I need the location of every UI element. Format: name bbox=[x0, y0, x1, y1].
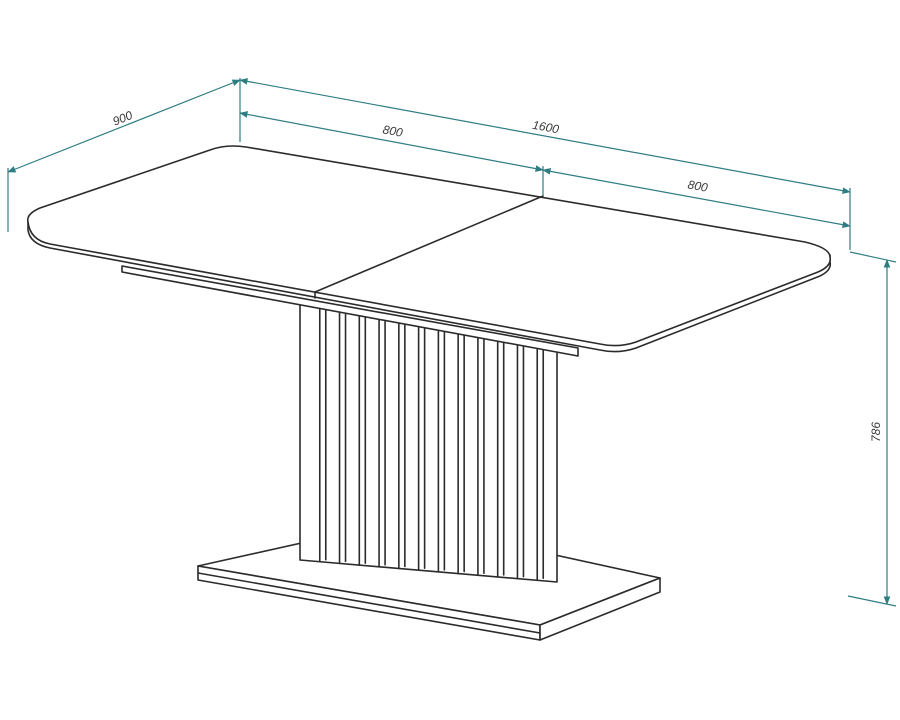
height-extension-line-bottom bbox=[847, 595, 897, 607]
height-extension-line-top bbox=[849, 251, 897, 263]
depth-label: 900 bbox=[111, 108, 135, 129]
height-label: 786 bbox=[869, 422, 883, 442]
base-side-face bbox=[539, 577, 661, 641]
dimension-width-halves: 800 800 bbox=[239, 111, 851, 228]
extension-seam bbox=[314, 195, 544, 293]
pedestal-column bbox=[299, 299, 558, 583]
table-top bbox=[26, 145, 832, 357]
depth-dimension-line bbox=[7, 79, 241, 173]
width-total-label: 1600 bbox=[531, 118, 560, 137]
pedestal-flutes bbox=[318, 304, 545, 582]
width-left-dimension-line bbox=[239, 111, 544, 172]
base-edge-line bbox=[197, 572, 541, 634]
dimension-height: 786 bbox=[847, 251, 897, 607]
top-apron bbox=[121, 265, 579, 357]
width-right-label: 800 bbox=[687, 177, 710, 194]
width-right-dimension-line bbox=[542, 168, 851, 228]
width-left-label: 800 bbox=[382, 122, 405, 139]
